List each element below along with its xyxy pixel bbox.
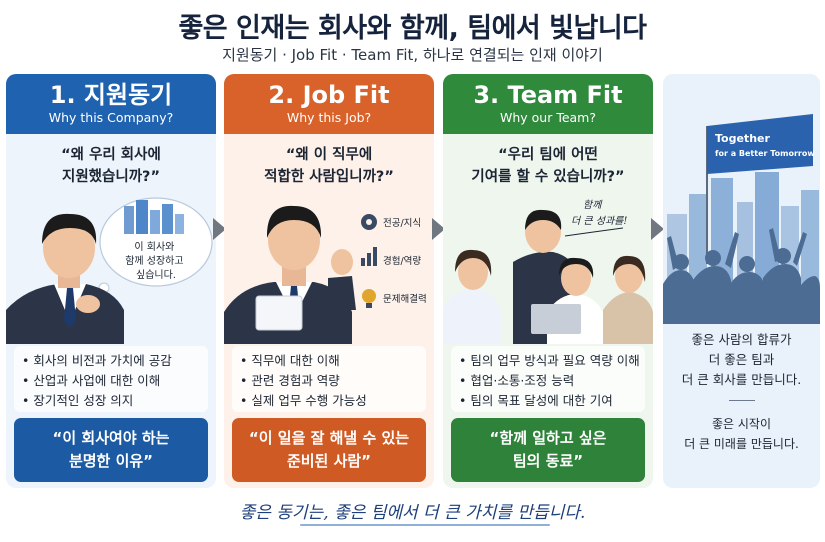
outcome-closing: 좋은 시작이 더 큰 미래를 만듭니다. — [684, 417, 799, 451]
list-item: 실제 업무 수행 가능성 — [240, 391, 418, 411]
bullet-list: 회사의 비전과 가치에 공감 산업과 사업에 대한 이해 장기적인 성장 의지 — [14, 346, 208, 412]
footer-tagline: 좋은 동기는, 좋은 팀에서 더 큰 가치를 만듭니다. — [239, 503, 586, 523]
gear-icon — [361, 214, 377, 230]
list-item: 관련 경험과 역량 — [240, 371, 418, 391]
growth-chart-icon — [361, 247, 377, 266]
list-item: 팀의 목표 달성에 대한 기여 — [459, 391, 637, 411]
panel-header: 1. 지원동기 Why this Company? — [6, 74, 216, 134]
list-item: 장기적인 성장 의지 — [22, 391, 200, 411]
footer-underline — [300, 524, 550, 526]
panel-team-fit: 3. Team Fit Why our Team? “우리 팀에 어떤 기여를 … — [443, 74, 653, 488]
confident-person-illustration: 전공/지식 경험/역량 문제해결력 — [224, 205, 427, 344]
confident-person — [224, 205, 356, 344]
panel-question: “왜 우리 회사에 지원했습니까?” — [61, 147, 161, 185]
panel-callout: “이 회사여야 하는 분명한 이유” — [14, 418, 208, 482]
panel-callout: “이 일을 잘 해낼 수 있는 준비된 사람” — [232, 418, 426, 482]
list-item: 직무에 대한 이해 — [240, 351, 418, 371]
panel-subheading: Why our Team? — [499, 110, 596, 125]
skill-label: 경험/역량 — [383, 255, 421, 267]
panel-outcome: Together for a Better Tomorrow 좋은 사람의 합류… — [663, 74, 820, 488]
flag: Together for a Better Tomorrow — [706, 114, 815, 264]
panel-question: “우리 팀에 어떤 기여를 할 수 있습니까?” — [471, 147, 625, 185]
list-item: 협업·소통·조정 능력 — [459, 371, 637, 391]
panel-heading: 3. Team Fit — [473, 81, 623, 109]
divider — [729, 400, 755, 401]
celebrating-crowd-illustration: Together for a Better Tomorrow — [663, 74, 820, 324]
skill-label: 문제해결력 — [383, 293, 427, 305]
panel-question: “왜 이 직무에 적합한 사람입니까?” — [264, 147, 394, 185]
skill-label: 전공/지식 — [383, 218, 421, 229]
panel-job-fit: 2. Job Fit Why this Job? “왜 이 직무에 적합한 사람… — [224, 74, 434, 488]
page-subtitle: 지원동기 · Job Fit · Team Fit, 하나로 연결되는 인재 이… — [222, 46, 603, 64]
handwritten-note: 함께 더 큰 성과를! — [571, 199, 627, 227]
panel-subheading: Why this Job? — [286, 110, 372, 125]
team-group — [443, 209, 653, 344]
svg-text:이 회사와 함께 성장하고: 이 회사와 함께 성장하고 싶습니다. — [125, 241, 187, 281]
arrow-right-icon — [432, 218, 445, 240]
list-item: 팀의 업무 방식과 필요 역량 이해 — [459, 351, 639, 371]
panel-callout: “함께 일하고 싶은 팀의 동료” — [451, 418, 645, 482]
panel-heading: 1. 지원동기 — [49, 81, 173, 109]
thinking-person-illustration: 이 회사와 함께 성장하고 싶습니다. — [6, 197, 213, 344]
page-title: 좋은 인재는 회사와 함께, 팀에서 빛납니다 — [178, 13, 647, 44]
panel-header: 3. Team Fit Why our Team? — [443, 74, 653, 134]
thought-bubble: 이 회사와 함께 성장하고 싶습니다. — [90, 197, 213, 302]
panel-motivation: 1. 지원동기 Why this Company? “왜 우리 회사에 지원했습… — [6, 74, 216, 488]
list-item: 회사의 비전과 가치에 공감 — [22, 351, 200, 371]
panel-subheading: Why this Company? — [48, 110, 174, 125]
panel-heading: 2. Job Fit — [268, 81, 390, 109]
thinking-person — [6, 213, 124, 344]
panel-header: 2. Job Fit Why this Job? — [224, 74, 434, 134]
svg-text:Together for a Better: Together for a Better Tomorrow — [715, 127, 815, 158]
crowd-silhouette — [663, 228, 820, 324]
outcome-message: 좋은 사람의 합류가 더 좋은 팀과 더 큰 회사를 만듭니다. — [681, 332, 802, 387]
lightbulb-icon — [362, 289, 376, 308]
arrow-right-icon — [213, 218, 226, 240]
bullet-list: 팀의 업무 방식과 필요 역량 이해 협업·소통·조정 능력 팀의 목표 달성에… — [451, 346, 645, 412]
list-item: 산업과 사업에 대한 이해 — [22, 371, 200, 391]
bullet-list: 직무에 대한 이해 관련 경험과 역량 실제 업무 수행 가능성 — [232, 346, 426, 412]
arrow-right-icon — [651, 218, 664, 240]
team-collaboration-illustration: 함께 더 큰 성과를! — [443, 199, 653, 344]
